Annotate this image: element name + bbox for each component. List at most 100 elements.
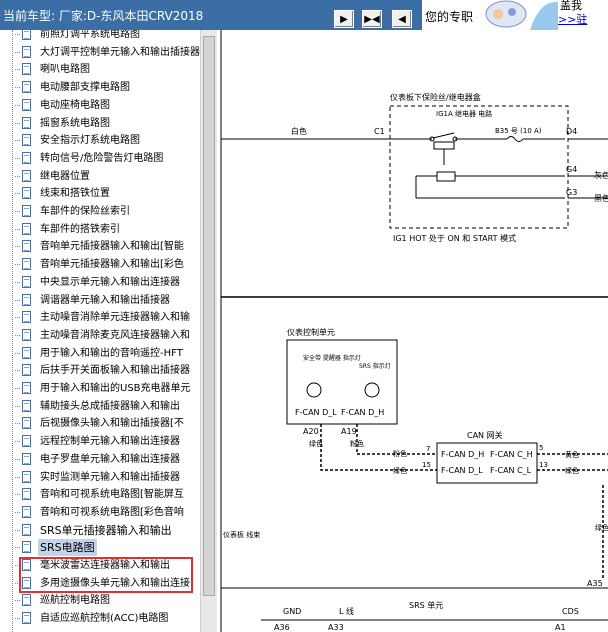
tree-connector-branch [14, 529, 20, 531]
seatbelt-lamp-icon [306, 382, 322, 398]
tree-connector-branch [14, 246, 20, 248]
tree-connector-branch [14, 600, 20, 602]
sidebar-item[interactable]: 多用途摄像头单元输入和输出连接 [14, 575, 200, 592]
sidebar-item[interactable]: 摇窗系统电路图 [14, 115, 200, 132]
sidebar-item[interactable]: 用于输入和输出的音响遥控-HFT [14, 345, 200, 362]
wire-green-1: 绿色 [309, 439, 323, 448]
fuse-label: B35 号 (10 A) [495, 127, 542, 135]
sidebar-item[interactable]: 大灯调平控制单元输入和输出插接器 [14, 44, 200, 61]
sidebar-item[interactable]: 电动座椅电路图 [14, 97, 200, 114]
tree-connector-branch [14, 405, 20, 407]
pin-15: 15 [422, 461, 431, 469]
fcan-dl-label: F-CAN D_L [295, 408, 337, 417]
sidebar-item-label: 毫米波雷达连接器输入和输出 [40, 560, 170, 571]
document-icon [22, 559, 31, 571]
nav-forward-button[interactable]: ▶ [334, 10, 354, 28]
scrollbar-thumb[interactable] [203, 36, 215, 596]
sidebar-item[interactable]: 喇叭电路图 [14, 61, 200, 78]
sidebar-item[interactable]: 用于输入和输出的USB充电器单元 [14, 380, 200, 397]
sidebar-item[interactable]: 电动腰部支撑电路图 [14, 79, 200, 96]
document-icon [22, 364, 31, 377]
sidebar-item-label: 后视摄像头输入和输出插接器[不 [40, 418, 184, 430]
tree-connector-branch [14, 140, 20, 142]
sidebar-item[interactable]: 自适应巡航控制(ACC)电路图 [14, 610, 200, 627]
pin-a19: A19 [341, 427, 357, 436]
sidebar-item[interactable]: 主动噪音消除麦克风连接器输入和 [14, 327, 200, 344]
sidebar-item-label: 大灯调平控制单元输入和输出插接器 [40, 46, 200, 58]
sidebar-item-label: SRS单元插接器输入和输出 [40, 523, 172, 537]
document-icon [22, 293, 31, 306]
sidebar-item[interactable]: 线束和搭铁位置 [14, 185, 200, 202]
gw-fcan-ch: F-CAN C_H [490, 450, 533, 459]
sidebar-item-label: 巡航控制电路图 [40, 595, 110, 607]
wire-pink-1: 粉色 [350, 439, 364, 448]
sidebar-item[interactable]: 后扶手开关面板输入和输出插接器 [14, 362, 200, 379]
document-icon [22, 435, 31, 448]
document-icon [22, 311, 31, 324]
ad-decoration-icon [530, 1, 558, 30]
document-icon [22, 45, 31, 58]
document-icon [22, 63, 31, 76]
sidebar-item[interactable]: 音响单元插接器输入和输出[智能 [14, 238, 200, 255]
sidebar-item[interactable]: 中央显示单元输入和输出连接器 [14, 274, 200, 291]
sidebar-item[interactable]: 音响单元插接器输入和输出[彩色 [14, 256, 200, 273]
pin-13: 13 [539, 461, 548, 469]
sidebar-item[interactable]: 实时监测单元输入和输出插接器 [14, 469, 200, 486]
ad-banner[interactable]: 您的专职 盖我 >>驻 [422, 0, 608, 30]
sidebar-item-label: 转向信号/危险警告灯电路图 [40, 152, 164, 164]
seatbelt-label: 安全带 提醒器 指示灯 [303, 354, 361, 362]
sidebar-item[interactable]: 毫米波雷达连接器输入和输出 [14, 557, 200, 574]
gw-fcan-cl: F-CAN C_L [490, 466, 532, 475]
nav-back-button[interactable]: ◀ [392, 10, 412, 28]
sidebar-item[interactable]: 调谐器单元输入和输出插接器 [14, 292, 200, 309]
sidebar-item[interactable]: 主动噪音消除单元连接器输入和输 [14, 309, 200, 326]
dash-wire-label: 仪表板 线束 [223, 530, 260, 539]
ad-link-line1[interactable]: 盖我 [560, 0, 582, 12]
sidebar-item-label: 主动噪音消除麦克风连接器输入和 [40, 329, 190, 341]
relay-label: IG1A 继电器 电路 [436, 109, 492, 118]
tree-connector-branch [14, 352, 20, 354]
tree-connector-branch [14, 334, 20, 336]
tree-connector-branch [14, 281, 20, 283]
ad-text: 您的专职 [425, 10, 474, 24]
document-icon [22, 417, 31, 430]
document-icon [22, 30, 31, 40]
wire-black-right: 黑色 [594, 193, 608, 203]
sidebar-item[interactable]: 音响和可视系统电路图[彩色音响 [14, 504, 200, 521]
wire-green-3: 绿色 [565, 466, 579, 475]
fuse-box-title: 仪表板下保险丝/继电器盒 [390, 92, 481, 102]
sidebar-scrollbar[interactable] [200, 30, 217, 632]
sidebar-item[interactable]: 车部件的保险丝索引 [14, 203, 200, 220]
tree-connector-branch [14, 193, 20, 195]
tree-connector-branch [14, 157, 20, 159]
sidebar-item-label: SRS电路图 [38, 539, 97, 557]
cds-label: CDS [562, 607, 579, 616]
sidebar-item[interactable]: SRS电路图 [14, 539, 200, 557]
sidebar-item-label: 实时监测单元输入和输出插接器 [40, 471, 180, 483]
pin-7: 7 [426, 445, 430, 453]
document-icon [22, 240, 31, 253]
sidebar-item[interactable]: 后视摄像头输入和输出插接器[不 [14, 415, 200, 432]
sidebar-item-label: 车部件的保险丝索引 [40, 206, 130, 217]
sidebar-item-label: 用于输入和输出的USB充电器单元 [40, 383, 191, 394]
sidebar-item[interactable]: 车部件的搭铁索引 [14, 221, 200, 238]
sidebar-item[interactable]: 音响和可视系统电路图[智能屏互 [14, 486, 200, 503]
sidebar-item[interactable]: 巡航控制电路图 [14, 592, 200, 609]
document-icon [22, 488, 31, 501]
gauge-unit-title: 仪表控制单元 [287, 327, 335, 337]
tree-connector-branch [14, 299, 20, 301]
tree-connector-branch [14, 211, 20, 212]
tree-connector-branch [14, 423, 20, 425]
sidebar-item-label: 调谐器单元输入和输出插接器 [40, 294, 170, 306]
sidebar-item[interactable]: 转向信号/危险警告灯电路图 [14, 150, 200, 167]
sidebar-item[interactable]: 辅助接头总成插接器输入和输出 [14, 398, 200, 415]
sidebar-item[interactable]: 继电器位置 [14, 168, 200, 185]
sidebar-item[interactable]: 前照灯调平系统电路图 [14, 30, 200, 43]
sidebar-item[interactable]: 电子罗盘单元输入和输出连接器 [14, 451, 200, 468]
sidebar-item[interactable]: SRS单元插接器输入和输出 [14, 522, 200, 539]
tree-connector-branch [14, 69, 20, 71]
sidebar-item[interactable]: 远程控制单元输入和输出连接器 [14, 433, 200, 450]
nav-toggle-button[interactable]: ▶◀ [362, 10, 382, 28]
ad-link-line2[interactable]: >>驻 [558, 13, 588, 26]
sidebar-item[interactable]: 安全指示灯系统电路图 [14, 132, 200, 149]
